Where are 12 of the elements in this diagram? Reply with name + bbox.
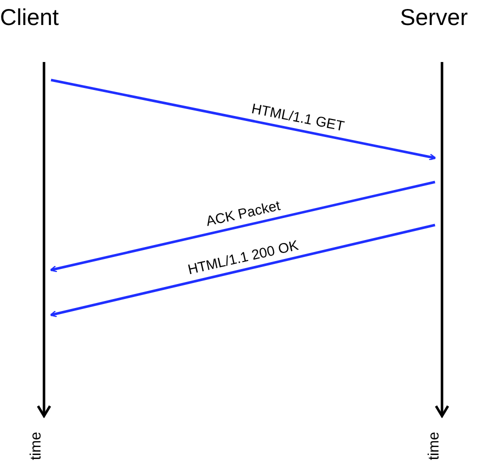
edge-label: HTML/1.1 200 OK	[186, 238, 300, 276]
participant-name: Server	[400, 6, 468, 29]
edge-label: HTML/1.1 GET	[250, 101, 346, 133]
message-arrow	[50, 180, 436, 272]
time-axis-label: time	[28, 432, 44, 460]
message-arrow	[50, 224, 436, 318]
participant-name: Client	[0, 6, 59, 29]
lifeline-arrow	[435, 62, 449, 418]
time-axis-label: time	[426, 432, 442, 460]
message-arrow	[50, 78, 436, 160]
lifeline-arrow	[37, 62, 51, 418]
edge-label: ACK Packet	[204, 198, 282, 228]
